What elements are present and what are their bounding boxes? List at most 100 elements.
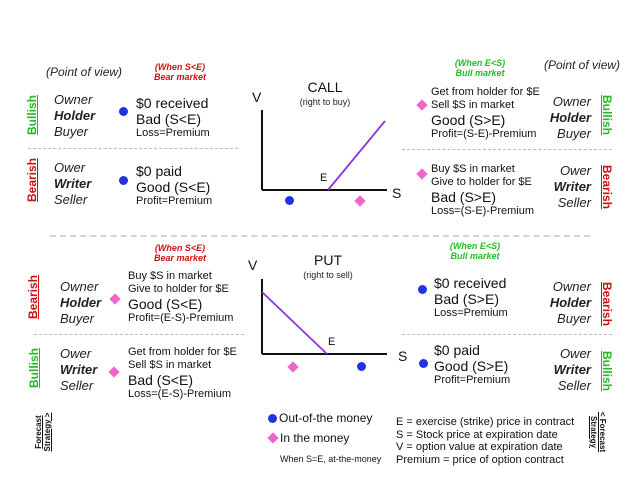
role-line: Seller	[60, 378, 94, 393]
separator	[28, 148, 238, 149]
outcome-line: $0 received	[136, 95, 209, 111]
role-line: Owner	[60, 279, 99, 294]
out-of-money-dot	[119, 176, 128, 185]
call-writer-role-right: Ower Writer Seller	[545, 163, 591, 211]
definitions: E = exercise (strike) price in contract …	[396, 416, 574, 466]
call-holder-bull-outcome: Get from holder for $E Sell $S in market…	[431, 86, 540, 141]
put-title: PUT	[314, 252, 342, 268]
call-payoff-chart: CALL (right to buy) V S E	[252, 79, 401, 201]
forecast-line: < Forecast	[598, 411, 607, 453]
out-of-money-dot	[119, 107, 128, 116]
put-holder-role-right: Owner Holder Buyer	[545, 279, 591, 327]
in-money-diamond	[108, 366, 120, 378]
put-holder-role: Owner Holder Buyer	[60, 279, 101, 327]
right-condition-bottom: (When E<S) Bull market	[435, 241, 515, 261]
out-of-money-dot	[418, 285, 427, 294]
outcome-line: Bad (S<E)	[136, 111, 201, 127]
condition-line: (When E<S)	[449, 241, 501, 251]
role-line: Ower	[60, 346, 92, 361]
role-line-bold: Holder	[54, 108, 96, 123]
forecast-line: Strategy	[589, 415, 598, 448]
role-line: Ower	[559, 346, 591, 361]
in-money-diamond	[416, 168, 428, 180]
bullish-label: Bullish	[27, 348, 41, 389]
outcome-line: Loss=(S-E)-Premium	[431, 205, 534, 217]
separator	[34, 334, 244, 335]
bullish-label: Bullish	[600, 94, 614, 135]
right-condition-top: (When E<S) Bull market	[440, 58, 520, 78]
bullish-label: Bullish	[600, 350, 614, 391]
condition-line: (When S<E)	[154, 62, 206, 72]
outcome-line: Give to holder for $E	[431, 176, 532, 188]
put-axis-v: V	[248, 257, 258, 273]
outcome-line: Bad (S>E)	[431, 189, 496, 205]
definition-line: S = Stock price at expiration date	[396, 428, 558, 441]
outcome-line: Profit=Premium	[434, 374, 511, 386]
outcome-line: $0 paid	[136, 163, 182, 179]
condition-line: Bear market	[153, 72, 207, 82]
call-title: CALL	[307, 79, 342, 95]
forecast-strategy-left: Forecast Strategy >	[34, 402, 52, 462]
role-line: Ower	[559, 163, 591, 178]
put-payoff-chart: PUT (right to sell) V S E	[248, 252, 407, 364]
call-strike-label: E	[320, 172, 327, 184]
bullish-label: Bullish	[25, 95, 39, 136]
role-line-bold: Writer	[54, 176, 92, 191]
role-line: Buyer	[60, 311, 94, 326]
condition-line: Bull market	[450, 251, 500, 261]
call-put-separator	[50, 235, 590, 237]
outcome-line: Loss=Premium	[136, 127, 210, 139]
separator	[402, 149, 612, 150]
call-subtitle: (right to buy)	[300, 97, 351, 107]
legend-out-of-money: Out-of-the money	[279, 411, 373, 425]
put-payoff-line	[261, 291, 328, 355]
outcome-line: Loss=(E-S)-Premium	[128, 388, 231, 400]
legend-in-money: In the money	[280, 431, 350, 445]
definition-line: V = option value at expiration date	[396, 441, 563, 453]
bearish-label: Bearish	[26, 274, 40, 320]
left-condition-bottom: (When S<E) Bear market	[145, 243, 215, 263]
outcome-line: Bad (S>E)	[434, 291, 499, 307]
bearish-label: Bearish	[600, 281, 614, 327]
outcome-line: Sell $S in market	[128, 359, 212, 371]
call-holder-role-right: Owner Holder Buyer	[545, 94, 591, 142]
role-line-bold: Holder	[549, 110, 591, 125]
call-holder-bear-outcome: $0 received Bad (S<E) Loss=Premium	[136, 95, 210, 140]
bearish-label: Bearish	[25, 157, 39, 203]
put-strike-label: E	[328, 336, 335, 348]
out-of-money-dot	[285, 196, 294, 205]
outcome-line: Bad (S<E)	[128, 372, 193, 388]
put-writer-role-right: Ower Writer Seller	[545, 346, 591, 394]
outcome-line: $0 received	[434, 275, 507, 291]
role-line: Seller	[54, 192, 88, 207]
outcome-line: Buy $S in market	[431, 163, 515, 175]
put-subtitle: (right to sell)	[303, 270, 353, 280]
role-line: Buyer	[54, 124, 88, 139]
legend-at-money: When S=E, at-the-money	[280, 454, 382, 464]
call-writer-bull-outcome: Buy $S in market Give to holder for $E B…	[431, 163, 534, 218]
bearish-label: Bearish	[600, 164, 614, 210]
call-axis-s: S	[392, 185, 401, 201]
call-payoff-line	[327, 120, 386, 191]
role-line: Buyer	[557, 311, 591, 326]
outcome-line: Give to holder for $E	[128, 283, 229, 295]
role-line: Owner	[552, 279, 591, 294]
put-axis-s: S	[398, 348, 407, 364]
outcome-line: Get from holder for $E	[431, 86, 540, 98]
role-line: Seller	[557, 195, 591, 210]
left-condition-top: (When S<E) Bear market	[145, 62, 215, 82]
condition-line: Bull market	[455, 68, 505, 78]
in-money-diamond	[416, 99, 428, 111]
outcome-line: Sell $S in market	[431, 99, 515, 111]
outcome-line: Good (S<E)	[128, 296, 203, 312]
definition-line: E = exercise (strike) price in contract	[396, 416, 575, 428]
outcome-line: Good (S<E)	[136, 179, 211, 195]
definition-line: Premium = price of option contract	[396, 453, 564, 466]
condition-line: (When S<E)	[154, 243, 206, 253]
outcome-line: Get from holder for $E	[128, 346, 237, 358]
in-money-diamond	[109, 293, 121, 305]
role-line-bold: Holder	[549, 295, 591, 310]
forecast-line: Strategy >	[43, 412, 52, 452]
role-line: Owner	[552, 94, 591, 109]
outcome-line: Profit=Premium	[136, 195, 213, 207]
